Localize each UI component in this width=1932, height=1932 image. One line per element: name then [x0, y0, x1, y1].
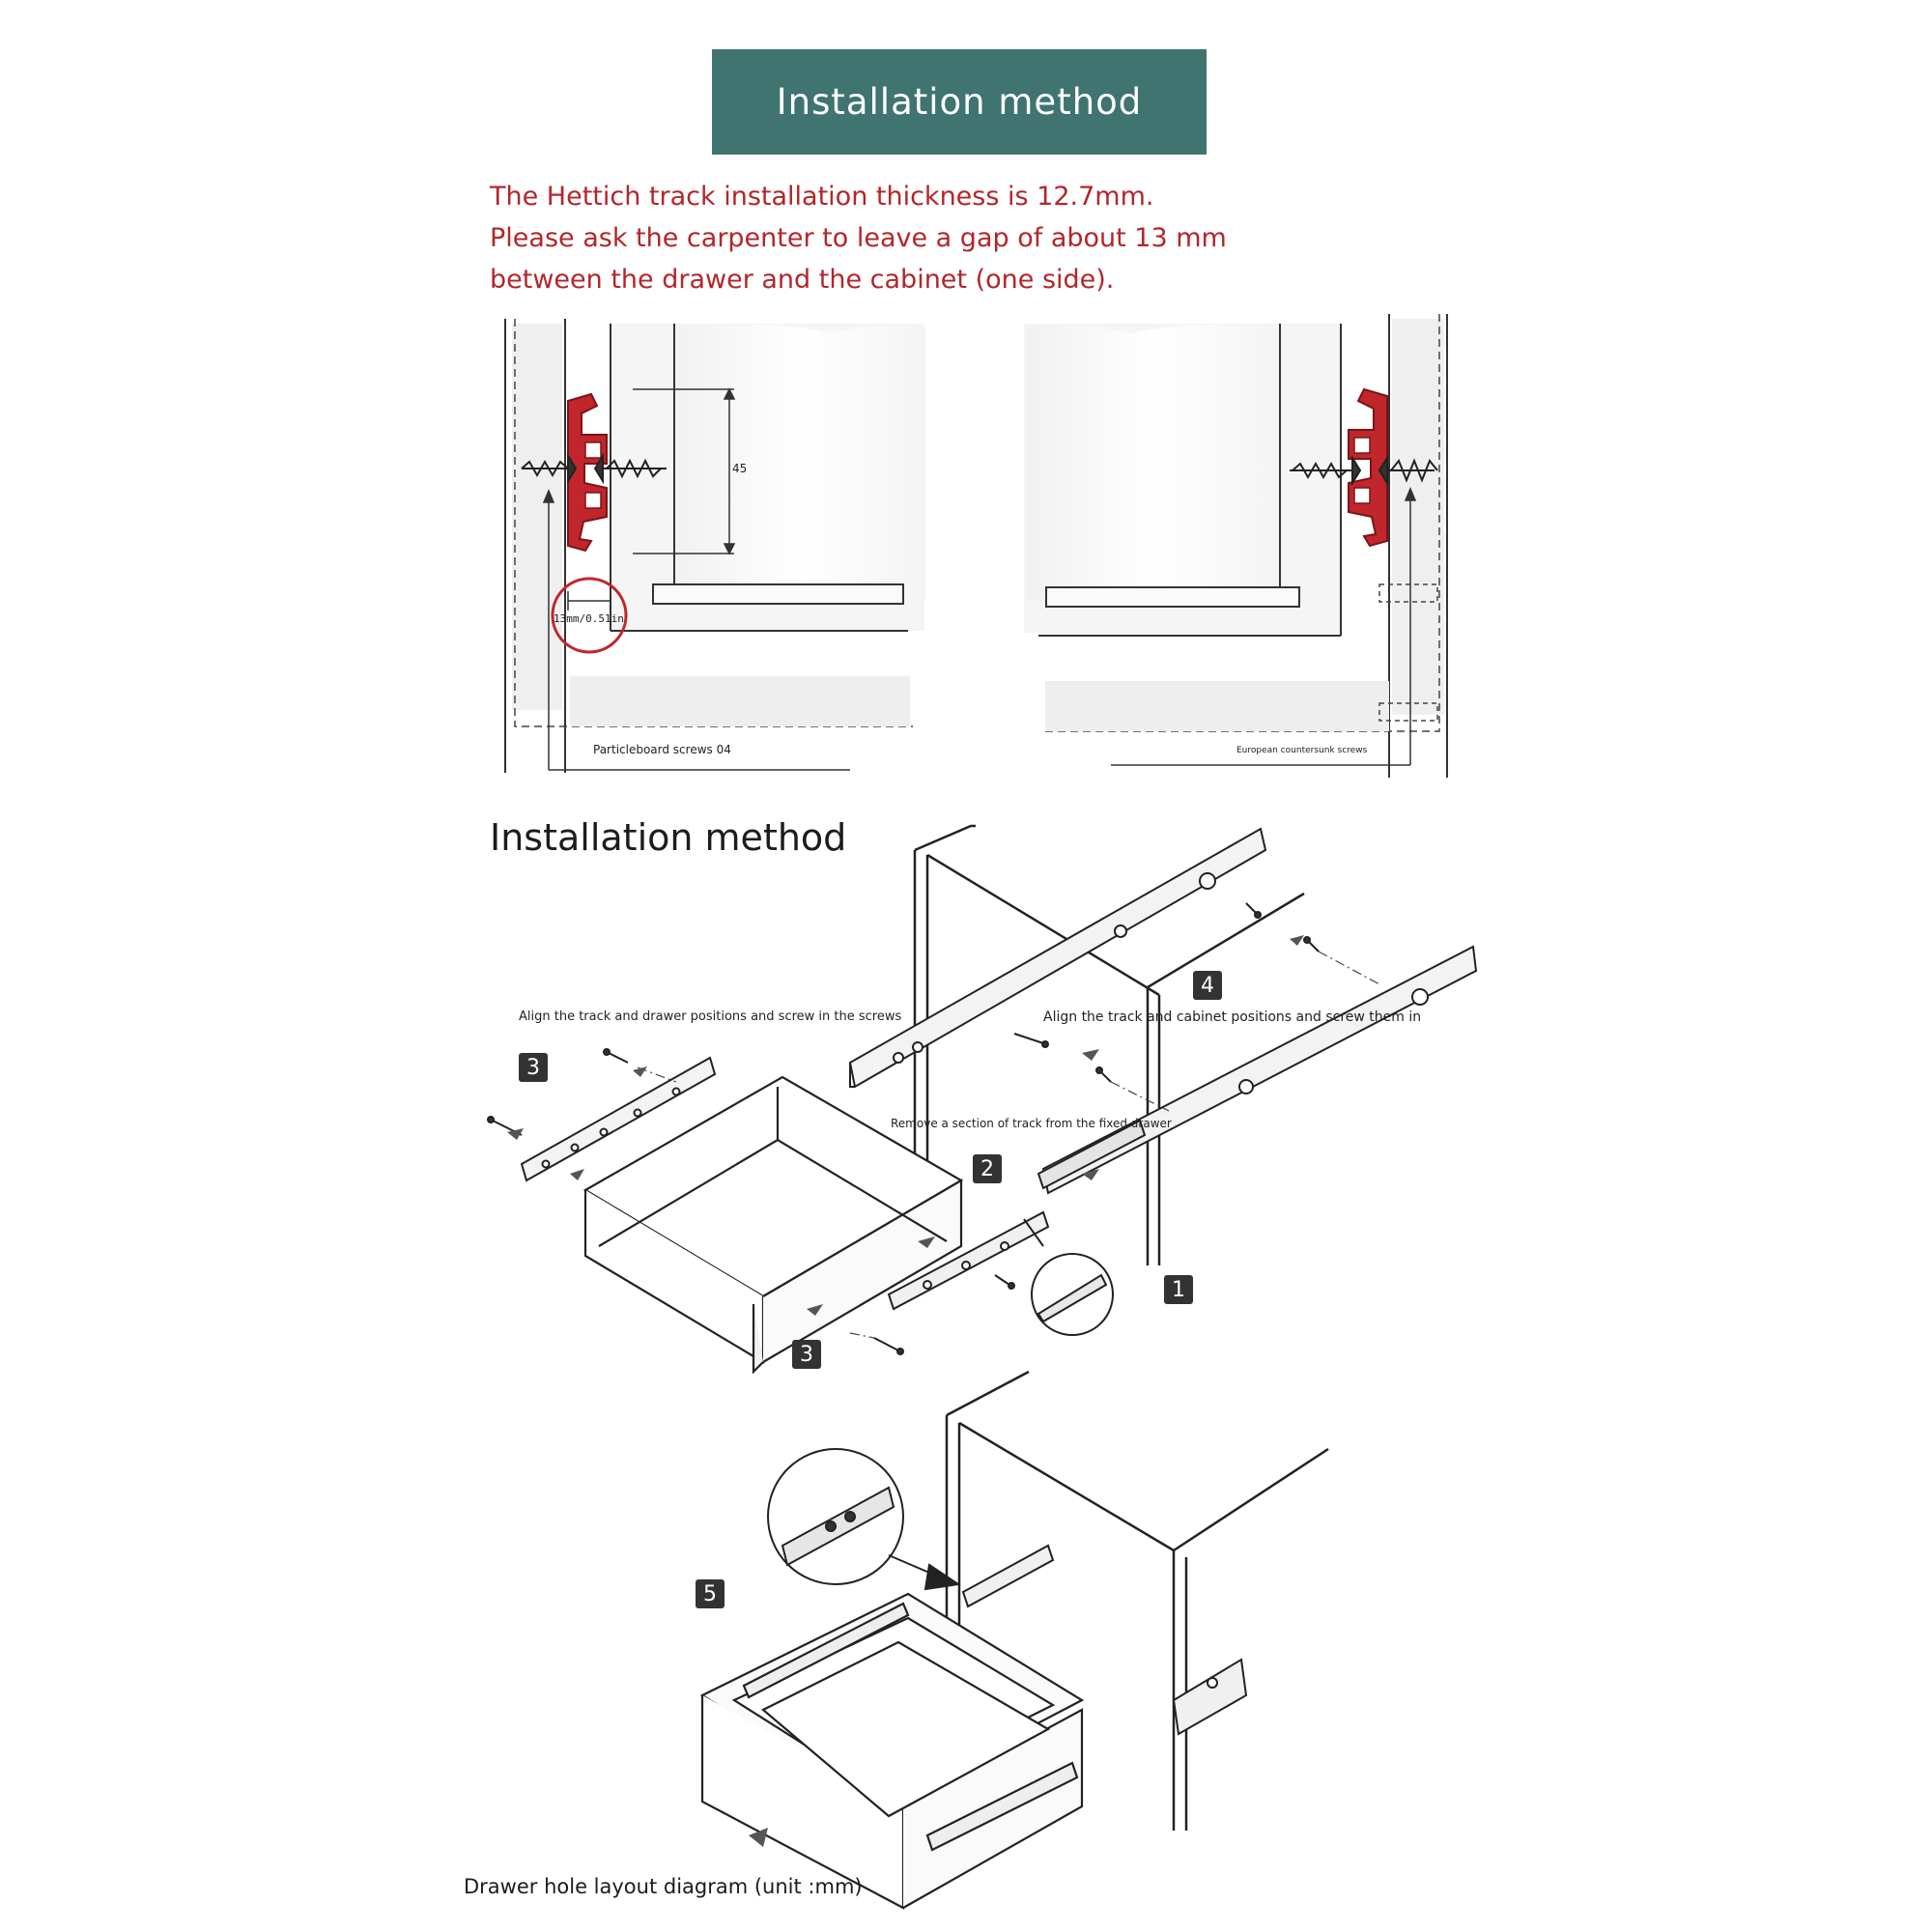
step-badge-5: 5	[696, 1579, 724, 1608]
left-screw-label: Particleboard screws 04	[593, 743, 731, 756]
right-leader-line	[1111, 487, 1417, 766]
gap-label: 13mm/0.51in	[554, 612, 624, 625]
caption-remove-track: Remove a section of track from the fixed…	[891, 1117, 1172, 1130]
note-line-3: between the drawer and the cabinet (one …	[490, 265, 1115, 295]
banner-title: Installation method	[776, 81, 1143, 123]
step-badge-3a: 3	[519, 1053, 548, 1082]
assembled-drawer	[699, 1592, 1085, 1910]
step-badge-2: 2	[973, 1154, 1002, 1183]
bottom-cabinet-track	[961, 1544, 1248, 1736]
left-drawer-body	[570, 324, 925, 726]
left-screw-icon	[521, 452, 667, 485]
left-dashed-outline	[514, 319, 913, 727]
step-badge-3b: 3	[792, 1340, 821, 1369]
section-title: Installation method	[490, 816, 847, 859]
cabinet-track-lower	[1037, 945, 1478, 1195]
left-dimension-45	[633, 387, 736, 555]
note-line-1: The Hettich track installation thickness…	[490, 182, 1154, 212]
step-badge-1: 1	[1164, 1275, 1193, 1304]
note-line-2: Please ask the carpenter to leave a gap …	[490, 223, 1227, 253]
right-cabinet-wall	[1388, 314, 1448, 778]
right-dashed-outline	[1041, 314, 1440, 732]
caption-cabinet-align: Align the track and cabinet positions an…	[1043, 1009, 1422, 1025]
right-track-profile	[1348, 387, 1388, 548]
bottom-arrow	[749, 1828, 768, 1847]
header-banner: Installation method	[712, 49, 1207, 155]
right-screw-label: European countersunk screws	[1236, 746, 1368, 755]
step-badge-4: 4	[1193, 971, 1222, 1000]
left-track-profile	[567, 392, 608, 553]
left-cabinet-wall	[504, 319, 566, 773]
cabinet-track-upper	[848, 827, 1267, 1089]
inner-track-removed	[887, 1210, 1050, 1311]
drawer-track-loose	[520, 1056, 717, 1182]
dimension-45-label: 45	[732, 462, 748, 475]
detail-magnifier-1	[1023, 1218, 1114, 1336]
caption-drawer-align: Align the track and drawer positions and…	[519, 1009, 902, 1024]
footer-caption: Drawer hole layout diagram (unit :mm)	[464, 1875, 863, 1898]
detail-magnifier-2	[767, 1448, 961, 1591]
right-drawer-body	[1024, 324, 1438, 731]
bottom-cabinet-frame	[945, 1370, 1329, 1831]
installation-notes: The Hettich track installation thickness…	[490, 176, 1359, 300]
cabinet-frame	[913, 824, 1305, 1265]
left-leader-line	[542, 489, 850, 771]
right-screw-icon	[1290, 454, 1438, 487]
